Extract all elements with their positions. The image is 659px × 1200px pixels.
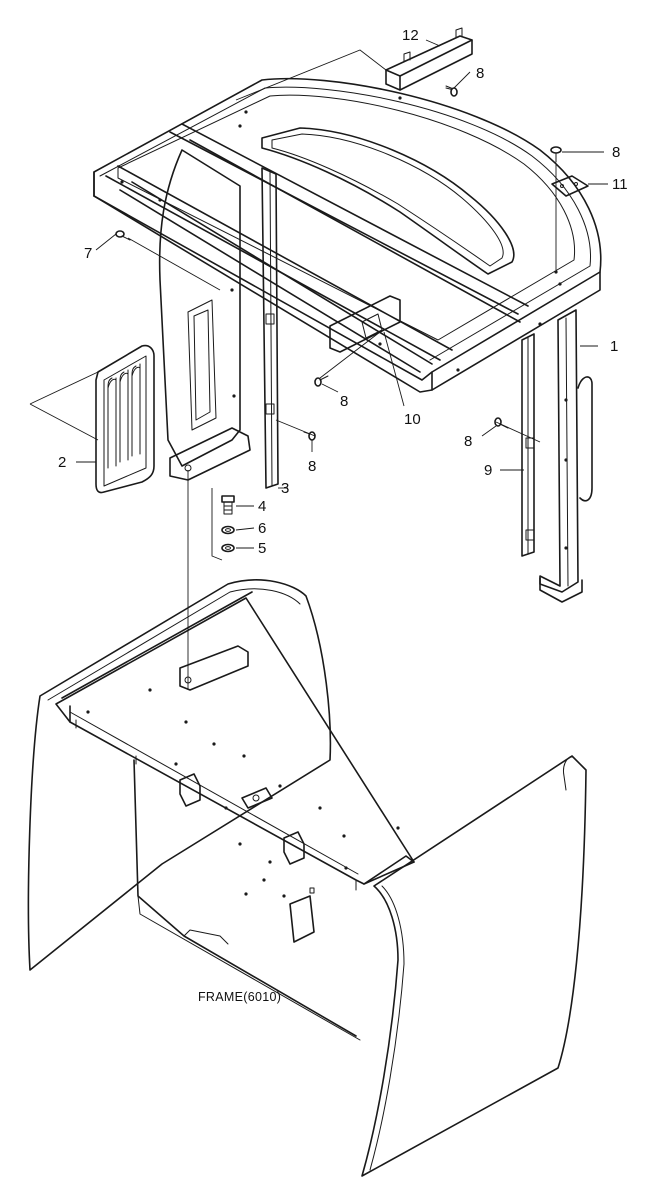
grille-panel-part-2 xyxy=(95,344,155,494)
post-part-9 xyxy=(521,333,535,557)
callout-6: 6 xyxy=(258,520,266,537)
callout-8-top: 8 xyxy=(476,65,484,82)
callout-labels: 1 2 3 4 5 6 7 8 8 8 8 8 9 10 11 12 xyxy=(58,27,628,557)
callout-12: 12 xyxy=(402,27,419,44)
bar-part-12 xyxy=(385,27,473,91)
callout-8-center: 8 xyxy=(340,393,348,410)
pad-part-10 xyxy=(329,295,401,353)
left-side-panel xyxy=(158,149,251,481)
canopy-roof-frame xyxy=(93,77,602,393)
leader-lines xyxy=(29,39,608,690)
post-part-1 xyxy=(539,309,593,603)
callout-5: 5 xyxy=(258,540,266,557)
frame-base xyxy=(27,579,587,1177)
callout-11: 11 xyxy=(612,176,628,193)
frame-caption: FRAME(6010) xyxy=(198,990,281,1004)
callout-3: 3 xyxy=(281,480,289,497)
post-part-3 xyxy=(261,167,279,489)
callout-8-post3: 8 xyxy=(308,458,316,475)
callout-8-post9: 8 xyxy=(464,433,472,450)
callout-4: 4 xyxy=(258,498,266,515)
callout-8-right: 8 xyxy=(612,144,620,161)
callout-1: 1 xyxy=(610,338,618,355)
callout-7: 7 xyxy=(84,245,92,262)
callout-2: 2 xyxy=(58,454,66,471)
callout-9: 9 xyxy=(484,462,492,479)
plate-part-11 xyxy=(551,175,589,197)
hardware-screws xyxy=(115,87,562,553)
callout-10: 10 xyxy=(404,411,421,428)
